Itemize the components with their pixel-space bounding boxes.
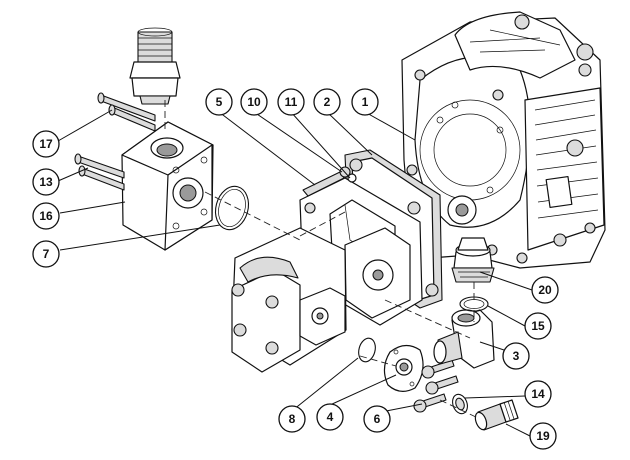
svg-text:8: 8 bbox=[289, 412, 296, 426]
callout-13: 13 bbox=[32, 168, 60, 196]
svg-text:1: 1 bbox=[362, 95, 369, 109]
callout-17: 17 bbox=[32, 130, 60, 158]
callout-14: 14 bbox=[524, 380, 552, 408]
svg-text:19: 19 bbox=[536, 429, 550, 443]
gearbox-housing bbox=[401, 11, 606, 269]
svg-text:2: 2 bbox=[324, 95, 331, 109]
svg-text:14: 14 bbox=[531, 387, 545, 401]
manifold-block bbox=[121, 121, 214, 251]
callout-7: 7 bbox=[32, 240, 60, 268]
svg-text:6: 6 bbox=[374, 412, 381, 426]
svg-text:11: 11 bbox=[285, 95, 298, 109]
svg-text:16: 16 bbox=[39, 209, 53, 223]
svg-text:4: 4 bbox=[327, 410, 334, 424]
callout-15: 15 bbox=[524, 312, 552, 340]
callout-10: 10 bbox=[240, 88, 268, 116]
flange-4 bbox=[383, 344, 424, 392]
hydraulic-pump-assembly bbox=[231, 149, 443, 373]
callout-2: 2 bbox=[313, 88, 341, 116]
callout-8: 8 bbox=[278, 405, 306, 433]
callout-11: 11 bbox=[277, 88, 305, 116]
callout-4: 4 bbox=[316, 403, 344, 431]
svg-text:20: 20 bbox=[538, 283, 552, 297]
hose-fitting-17 bbox=[129, 27, 181, 105]
assembly-centerlines bbox=[164, 100, 479, 419]
callout-19: 19 bbox=[529, 422, 557, 450]
svg-text:7: 7 bbox=[43, 247, 50, 261]
svg-text:13: 13 bbox=[39, 175, 53, 189]
o-ring-8 bbox=[358, 337, 376, 363]
svg-text:17: 17 bbox=[39, 137, 53, 151]
elbow-fitting-3 bbox=[433, 309, 495, 369]
svg-text:5: 5 bbox=[216, 95, 223, 109]
leader-lines bbox=[57, 109, 533, 437]
bolts-13 bbox=[74, 153, 125, 191]
o-ring-7 bbox=[214, 185, 250, 231]
fitting-20 bbox=[451, 237, 495, 283]
svg-text:10: 10 bbox=[247, 95, 261, 109]
callout-3: 3 bbox=[502, 342, 530, 370]
callout-20: 20 bbox=[531, 276, 559, 304]
fitting-19 bbox=[474, 399, 519, 431]
bolts-17 bbox=[97, 92, 156, 132]
svg-text:15: 15 bbox=[531, 319, 545, 333]
callout-1: 1 bbox=[351, 88, 379, 116]
callout-5: 5 bbox=[205, 88, 233, 116]
svg-text:3: 3 bbox=[513, 349, 520, 363]
callout-16: 16 bbox=[32, 202, 60, 230]
callout-6: 6 bbox=[363, 405, 391, 433]
bolts-6 bbox=[413, 359, 459, 413]
